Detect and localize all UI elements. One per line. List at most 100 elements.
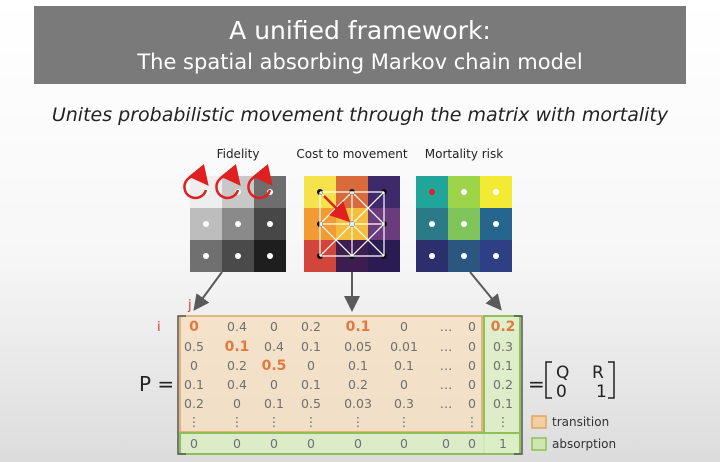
panel-node [429, 253, 435, 259]
fidelity-loops [183, 163, 273, 200]
matrix-cell: 0 [189, 319, 199, 335]
matrix-cell: … [440, 319, 453, 334]
matrix-cell: ⋮ [398, 414, 411, 429]
matrix-cell: 0.4 [227, 319, 247, 334]
panel-node [267, 221, 273, 227]
cost-path-arrow [323, 195, 351, 223]
block-left-bracket [545, 361, 552, 399]
matrix-cell: 0.3 [493, 339, 513, 354]
matrix-cell: 0.2 [301, 319, 321, 334]
matrix-cell: 0 [400, 436, 408, 451]
block-one: 1 [596, 382, 607, 402]
matrix-cell: 0 [468, 358, 476, 373]
matrix-left-bracket [177, 315, 186, 455]
matrix-cell: 0.1 [301, 339, 321, 354]
absorption-column [483, 315, 521, 455]
matrix-cell: 0.2 [227, 358, 247, 373]
matrix-cell: 0.4 [264, 339, 284, 354]
absorption-row [179, 432, 521, 455]
matrix-cell: 0 [400, 377, 408, 392]
panel-node [461, 189, 467, 195]
panel-node [461, 253, 467, 259]
panel-node [461, 221, 467, 227]
title-line-1: A unified framework: [229, 16, 491, 45]
matrix-cell: 0 [270, 377, 278, 392]
fidelity-loop-1 [183, 163, 209, 200]
matrix-cell: ⋮ [188, 414, 201, 429]
matrix-cell: 0.1 [493, 396, 513, 411]
panel-node [203, 253, 209, 259]
matrix-cell: 0 [307, 358, 315, 373]
panel-node [203, 221, 209, 227]
matrix-cell: 0.3 [394, 396, 414, 411]
arrow-mortality [469, 271, 502, 311]
panel-node [493, 221, 499, 227]
matrix-cell: 0 [468, 339, 476, 354]
legend-label-absorption: absorption [552, 437, 616, 451]
matrix-cell: 0.1 [264, 396, 284, 411]
matrix-cell: 0 [468, 396, 476, 411]
matrix-cell: ⋮ [466, 414, 479, 429]
panel-node [235, 253, 241, 259]
matrix-cell: 0 [190, 358, 198, 373]
matrix-cell: 0.1 [394, 358, 414, 373]
matrix-cell: 0.2 [348, 377, 368, 392]
matrix-cell: 0 [354, 436, 362, 451]
matrix-cell: 0 [468, 377, 476, 392]
legend-label-transition: transition [552, 415, 609, 429]
matrix-cell: 0 [442, 436, 450, 451]
matrix-cell: 0 [468, 436, 476, 451]
matrix-cell: 1 [499, 436, 507, 451]
matrix-cell: 0.1 [184, 377, 204, 392]
matrix-cell: 0 [190, 436, 198, 451]
matrix-cell: … [440, 358, 453, 373]
block-right-bracket [608, 361, 615, 399]
matrix-lhs: P = [139, 372, 174, 396]
fidelity-loop-3 [247, 163, 273, 200]
matrix-cell: 0.2 [491, 319, 516, 335]
matrix-right-bracket [514, 315, 523, 455]
matrix-cell: 0 [233, 396, 241, 411]
subtitle: Unites probabilistic movement through th… [51, 104, 669, 126]
legend-swatch-transition [531, 415, 547, 429]
matrix-cell: 0 [270, 436, 278, 451]
legend-swatch-absorption [531, 437, 547, 451]
matrix-cell: 0 [400, 319, 408, 334]
panel-node [235, 221, 241, 227]
panel-label-cost: Cost to movement [296, 147, 408, 161]
matrix-cell: 0.1 [301, 377, 321, 392]
matrix-cell: 0 [307, 436, 315, 451]
matrix-cell: … [440, 339, 453, 354]
matrix-cell: ⋮ [352, 414, 365, 429]
matrix-cell: 0.4 [227, 377, 247, 392]
block-r: R [592, 363, 604, 383]
panel-label-mortality: Mortality risk [425, 147, 503, 161]
panel-mortality [416, 176, 512, 272]
title-line-2: The spatial absorbing Markov chain model [137, 50, 583, 74]
col-label-j: j [187, 298, 192, 313]
block-zero: 0 [556, 382, 567, 402]
matrix-cell: 0.1 [348, 358, 368, 373]
arrow-fidelity [193, 271, 223, 311]
matrix-cell: 0.1 [225, 339, 250, 355]
matrix-cell: 0.01 [390, 339, 418, 354]
fidelity-loop-2 [215, 163, 241, 200]
matrix-cell: 0.2 [184, 396, 204, 411]
matrix-cell: 0.05 [344, 339, 372, 354]
matrix-cell: ⋮ [305, 414, 318, 429]
matrix-cell: ⋮ [268, 414, 281, 429]
matrix-cell: ⋮ [231, 414, 244, 429]
matrix-cell: 0.1 [346, 319, 371, 335]
matrix-cell: ⋮ [497, 414, 510, 429]
matrix-cell: 0 [270, 319, 278, 334]
matrix-cell: 0.2 [493, 377, 513, 392]
transition-region [179, 315, 483, 433]
panel-node [493, 189, 499, 195]
block-eq: = [528, 372, 545, 396]
matrix-cell: 0 [233, 436, 241, 451]
block-q: Q [556, 363, 569, 383]
matrix-cell: 0.1 [493, 358, 513, 373]
matrix-cell: 0.5 [184, 339, 204, 354]
